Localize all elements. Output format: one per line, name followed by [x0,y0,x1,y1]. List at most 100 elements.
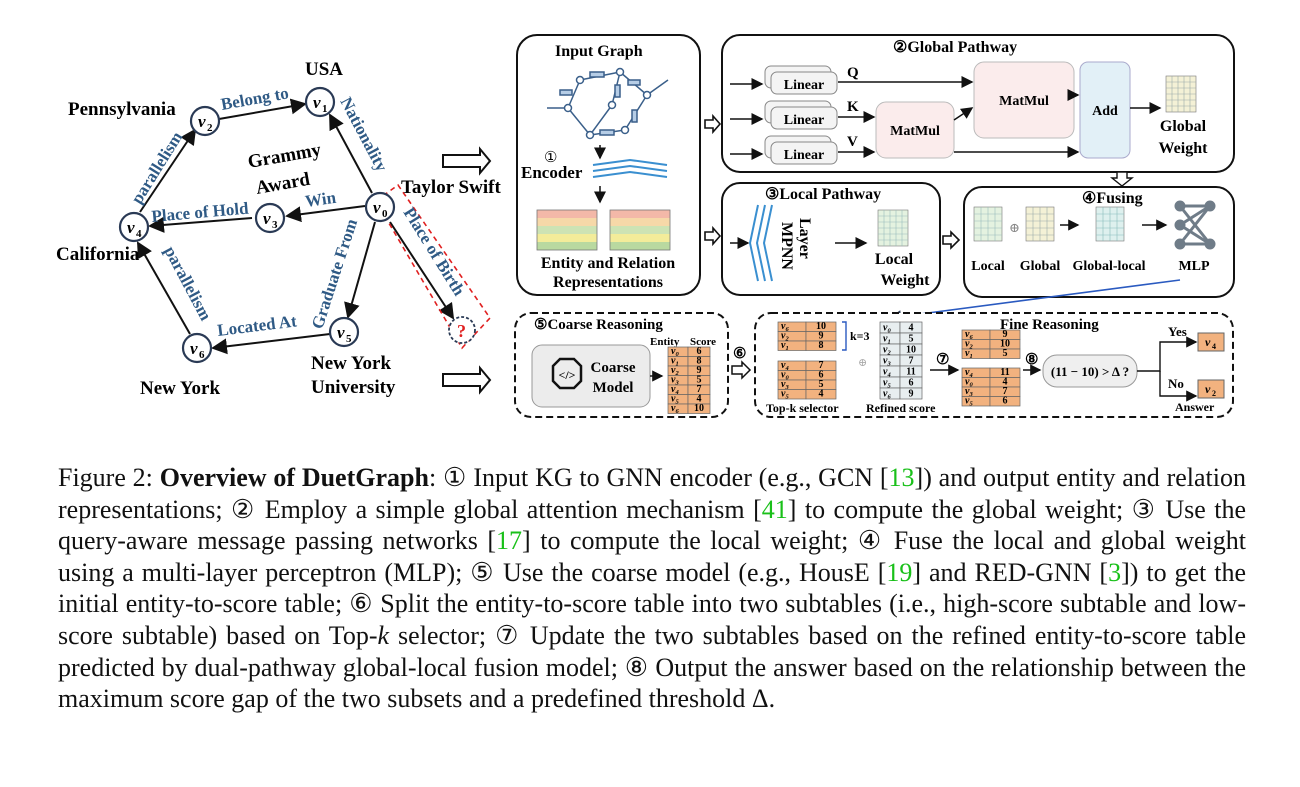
global-pathway-panel: ②Global Pathway Linear Linear Linear Q K… [721,34,1235,173]
yes-label: Yes [1168,324,1187,339]
score-cell: 7 [697,384,702,395]
svg-text:Linear: Linear [784,113,824,128]
svg-text:5: 5 [346,333,352,345]
citation-link[interactable]: 19 [886,557,913,587]
local-weight-line1: Local [875,251,914,268]
input-graph-panel: Input Graph ① Encoder [516,34,701,296]
node-v4: v 4 [118,211,150,243]
entity-cell: v0 [781,370,789,382]
mpnn-layers-icon [748,204,773,282]
score-cell: 8 [819,340,824,351]
matmul-inner-box: MatMul [875,101,955,159]
score-cell: 5 [697,375,702,386]
svg-text:6: 6 [199,349,205,361]
global-weight-line1: Global [1160,118,1207,135]
score-cell: 6 [819,370,824,381]
input-graph-title: Input Graph [555,43,643,60]
edge-label-located-at: Located At [216,311,298,340]
node-v0: v 0 [364,191,396,223]
local-weight-line2: Weight [881,272,931,289]
fusing-global-local-grid-icon [1095,206,1125,242]
score-cell: 11 [1000,367,1009,378]
score-cell: 6 [1003,396,1008,407]
entity-cell: v0 [965,377,973,389]
svg-text:(11 − 10) > Δ ?: (11 − 10) > Δ ? [1051,364,1129,379]
edge-label-graduate-from: Graduate From [308,217,361,332]
global-pathway-title: ②Global Pathway [893,39,1017,56]
hollow-arrow-icon [442,365,492,395]
fusing-global-label: Global [1020,259,1061,274]
answer-yes-cell: v 4 [1197,332,1225,352]
node-v2: v 2 [189,105,221,137]
label-pennsylvania: Pennsylvania [68,99,176,120]
entity-cell: v2 [781,331,789,343]
knowledge-graph: Belong to Nationality parallelism Place … [56,59,501,399]
citation-link[interactable]: 3 [1108,557,1122,587]
hollow-arrow-icon [704,113,722,135]
step-1-marker: ① [544,150,557,166]
svg-text:2: 2 [207,122,213,134]
svg-text:Coarse: Coarse [591,360,636,376]
hollow-arrow-icon [442,146,492,176]
score-cell: 9 [1003,329,1008,340]
entity-cell: v2 [965,339,973,351]
citation-link[interactable]: 17 [496,526,523,556]
mpnn-label-line1: MPNN [778,222,795,270]
svg-text:Linear: Linear [784,78,824,93]
entity-cell: v1 [883,334,891,346]
step-7-marker: ⑦ [936,352,949,368]
hollow-arrow-icon [704,225,722,247]
edge-label-win: Win [304,188,338,211]
entity-representation-grid [536,209,598,251]
label-nyu-line2: University [311,377,396,398]
threshold-condition-box: (11 − 10) > Δ ? [1042,354,1138,388]
score-cell: 7 [1003,386,1008,397]
fusing-global-local-label: Global-local [1072,259,1145,274]
svg-text:v: v [1205,382,1211,396]
hollow-arrow-icon [942,230,961,250]
local-weight-grid-icon [877,209,909,247]
entity-cell: v1 [781,340,789,352]
refined-score-label: Refined score [866,401,936,415]
coarse-model-box: </> Coarse Model [531,344,651,408]
score-cell: 10 [694,403,704,414]
citation-link[interactable]: 13 [888,463,915,492]
global-weight-line2: Weight [1159,140,1209,157]
linear-v-box: Linear [764,135,838,165]
mini-graph-icon [547,67,669,140]
node-query: ? [448,316,476,344]
coarse-reasoning-title: ⑤Coarse Reasoning [534,317,663,333]
citation-link[interactable]: 41 [761,494,788,524]
relation-representation-grid [609,209,671,251]
encoder-label: Encoder [521,163,583,182]
svg-text:v: v [127,218,135,237]
local-pathway-title: ③Local Pathway [765,186,881,203]
entity-cell: v3 [781,379,789,391]
entity-cell: v1 [965,348,973,360]
query-highlight-box [374,183,492,350]
svg-text:v: v [373,198,381,217]
svg-text:v: v [190,339,198,358]
svg-text:v: v [1205,335,1211,349]
svg-text:v: v [198,112,206,131]
encoder-layers-icon [592,158,668,178]
score-cell: 9 [697,365,702,376]
score-cell: 10 [906,345,916,356]
figure-title: Overview of DuetGraph [159,463,429,492]
svg-text:2: 2 [1212,389,1216,398]
hollow-arrow-icon [1110,171,1134,187]
representations-caption-line1: Entity and Relation [541,255,675,272]
figure-caption: Figure 2: Overview of DuetGraph: ① Input… [58,463,1247,714]
svg-text:4: 4 [136,228,142,240]
